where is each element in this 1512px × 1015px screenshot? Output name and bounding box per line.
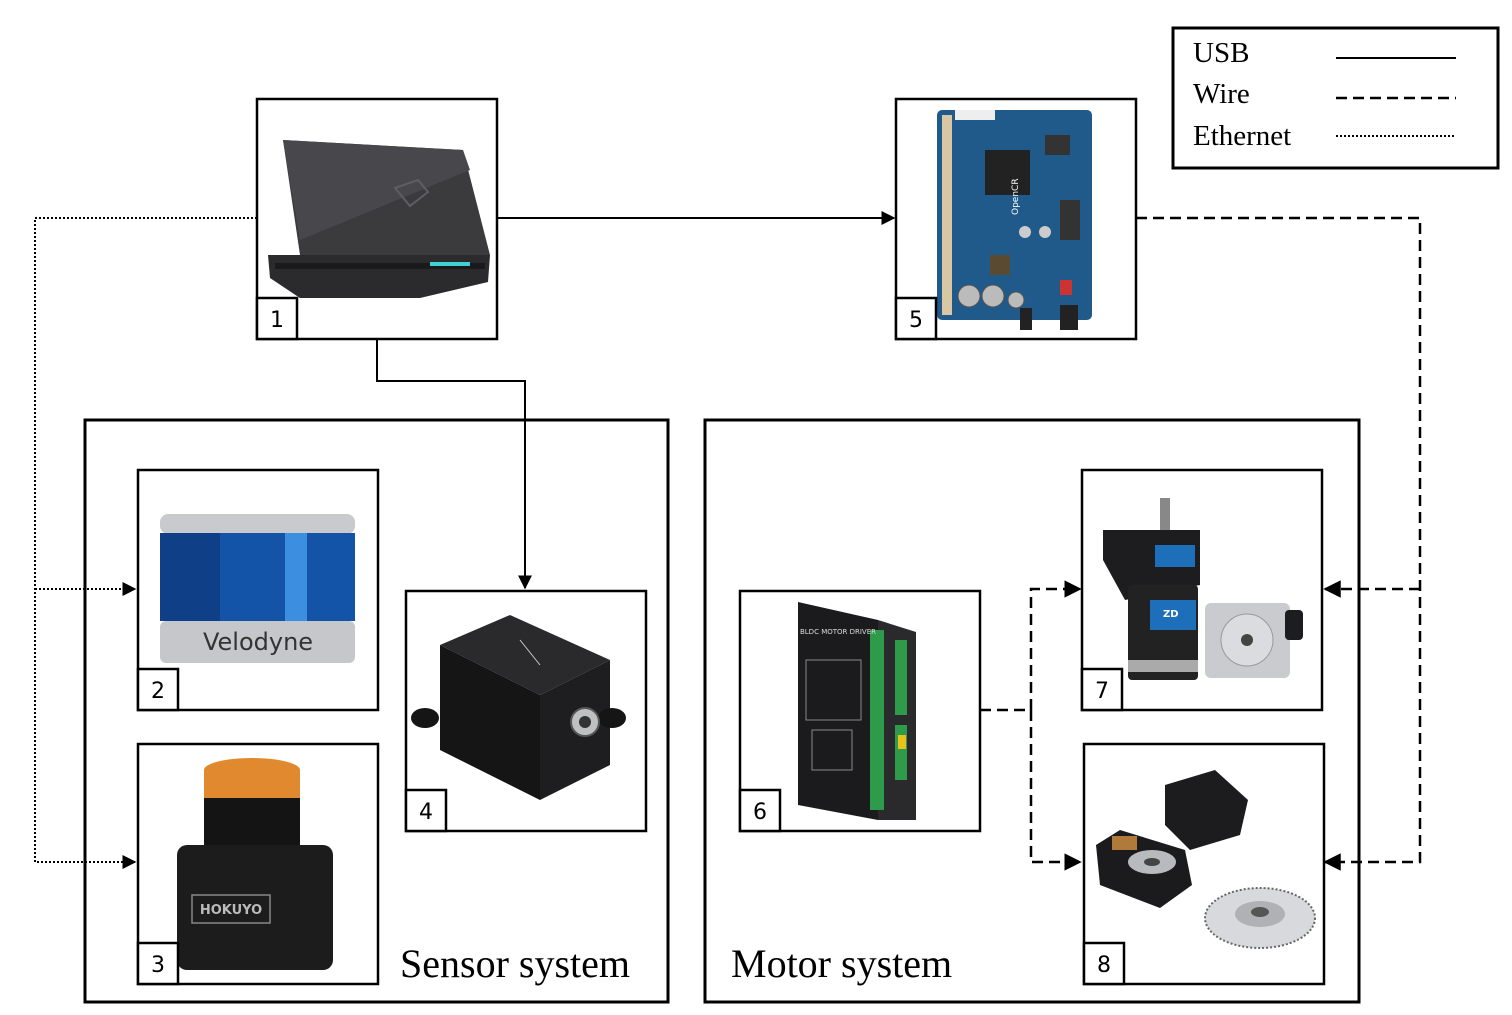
ethernet-line-1-to-3 bbox=[34, 217, 257, 869]
device-7-number: 7 bbox=[1095, 679, 1109, 704]
motor-brand-text: ZD bbox=[1163, 609, 1179, 620]
legend-ethernet-label: Ethernet bbox=[1193, 120, 1291, 152]
device-6-number: 6 bbox=[753, 800, 767, 825]
motor-driver-icon: BLDC MOTOR DRIVER bbox=[798, 602, 916, 820]
sensor-system-group: Sensor system bbox=[83, 418, 670, 1004]
device-8-encoder: 8 bbox=[1082, 742, 1326, 986]
device-5-controller-board: OpenCR 5 bbox=[894, 97, 1138, 341]
legend-usb-label: USB bbox=[1193, 37, 1249, 69]
laptop-icon bbox=[268, 140, 490, 298]
legend-wire-label: Wire bbox=[1193, 78, 1250, 110]
usb-line-1-to-4 bbox=[376, 340, 532, 590]
motor-system-title: Motor system bbox=[731, 941, 952, 986]
dc-motor-icon: ZD bbox=[1103, 498, 1303, 680]
device-1-number: 1 bbox=[270, 308, 284, 333]
wire-line-6-to-8 bbox=[1029, 710, 1082, 871]
device-4-number: 4 bbox=[419, 800, 433, 825]
legend: USB Wire Ethernet bbox=[1171, 26, 1500, 170]
device-7-motor: ZD 7 bbox=[1080, 468, 1324, 712]
sensor-system-title: Sensor system bbox=[400, 941, 630, 986]
device-2-lidar: Velodyne 2 bbox=[136, 468, 380, 712]
hokuyo-brand-text: HOKUYO bbox=[200, 903, 262, 918]
imu-sensor-icon bbox=[411, 615, 626, 800]
wire-line-5-to-8 bbox=[1136, 216, 1422, 871]
device-1-laptop: 1 bbox=[255, 97, 499, 341]
device-2-number: 2 bbox=[151, 679, 165, 704]
motor-system-group: Motor system bbox=[703, 418, 1361, 1004]
device-5-number: 5 bbox=[909, 308, 923, 333]
device-6-motor-driver: BLDC MOTOR DRIVER 6 bbox=[738, 589, 982, 833]
velodyne-brand-text: Velodyne bbox=[203, 628, 313, 656]
opencr-board-icon: OpenCR bbox=[937, 110, 1092, 330]
device-4-imu: 4 bbox=[404, 589, 648, 833]
encoder-icon bbox=[1096, 770, 1316, 949]
device-8-number: 8 bbox=[1097, 953, 1111, 978]
motor-driver-brand-text: BLDC MOTOR DRIVER bbox=[800, 628, 876, 636]
device-3-lidar: HOKUYO 3 bbox=[136, 742, 380, 986]
lidar-velodyne-icon: Velodyne bbox=[160, 514, 355, 663]
lidar-hokuyo-icon: HOKUYO bbox=[177, 758, 333, 970]
device-3-number: 3 bbox=[151, 953, 165, 978]
connections bbox=[34, 211, 1422, 871]
wire-line-6-to-7 bbox=[980, 580, 1082, 712]
opencr-brand-text: OpenCR bbox=[1011, 178, 1021, 215]
